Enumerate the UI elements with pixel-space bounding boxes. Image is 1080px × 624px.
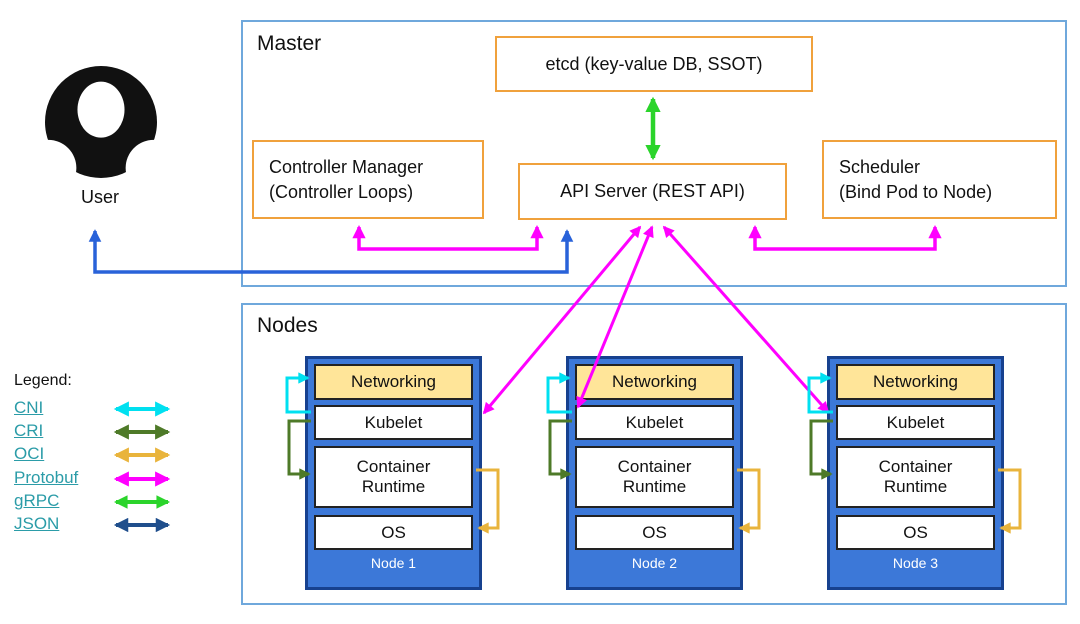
node2-networking-layer: Networking bbox=[575, 364, 734, 400]
node-2: Networking Kubelet Container Runtime OS … bbox=[566, 356, 743, 590]
node1-os-layer: OS bbox=[314, 515, 473, 550]
controller-manager-label: Controller Manager bbox=[269, 157, 424, 178]
node2-kubelet-layer: Kubelet bbox=[575, 405, 734, 440]
node1-kubelet-layer: Kubelet bbox=[314, 405, 473, 440]
node3-os-layer: OS bbox=[836, 515, 995, 550]
legend-title: Legend: bbox=[14, 372, 72, 389]
scheduler-box: Scheduler (Bind Pod to Node) bbox=[822, 140, 1057, 219]
legend-link-protobuf[interactable]: Protobuf bbox=[14, 468, 79, 487]
node2-os-layer: OS bbox=[575, 515, 734, 550]
user-label: User bbox=[80, 187, 119, 207]
node-1: Networking Kubelet Container Runtime OS … bbox=[305, 356, 482, 590]
legend-link-json[interactable]: JSON bbox=[14, 514, 60, 533]
controller-manager-box: Controller Manager (Controller Loops) bbox=[252, 140, 484, 219]
node3-kubelet-layer: Kubelet bbox=[836, 405, 995, 440]
node1-networking-layer: Networking bbox=[314, 364, 473, 400]
api-server-box: API Server (REST API) bbox=[518, 163, 787, 220]
scheduler-label: Scheduler bbox=[839, 157, 921, 178]
node2-container-runtime-layer: Container Runtime bbox=[575, 446, 734, 508]
controller-manager-sublabel: (Controller Loops) bbox=[269, 181, 414, 202]
node2-badge: Node 2 bbox=[631, 555, 678, 571]
legend-link-cri[interactable]: CRI bbox=[14, 421, 44, 440]
api-server-label: API Server (REST API) bbox=[560, 181, 745, 201]
legend-link-cni[interactable]: CNI bbox=[14, 398, 44, 417]
master-title: Master bbox=[257, 32, 322, 55]
node3-container-runtime-layer: Container Runtime bbox=[836, 446, 995, 508]
scheduler-sublabel: (Bind Pod to Node) bbox=[839, 181, 993, 202]
node1-container-runtime-layer: Container Runtime bbox=[314, 446, 473, 508]
node3-badge: Node 3 bbox=[892, 555, 939, 571]
node3-networking-layer: Networking bbox=[836, 364, 995, 400]
node1-badge: Node 1 bbox=[370, 555, 417, 571]
legend-link-grpc[interactable]: gRPC bbox=[14, 491, 60, 510]
etcd-box: etcd (key-value DB, SSOT) bbox=[495, 36, 813, 92]
user-icon bbox=[45, 66, 157, 178]
legend-link-oci[interactable]: OCI bbox=[14, 444, 45, 463]
node-3: Networking Kubelet Container Runtime OS … bbox=[827, 356, 1004, 590]
etcd-label: etcd (key-value DB, SSOT) bbox=[545, 53, 763, 74]
nodes-title: Nodes bbox=[257, 314, 318, 337]
